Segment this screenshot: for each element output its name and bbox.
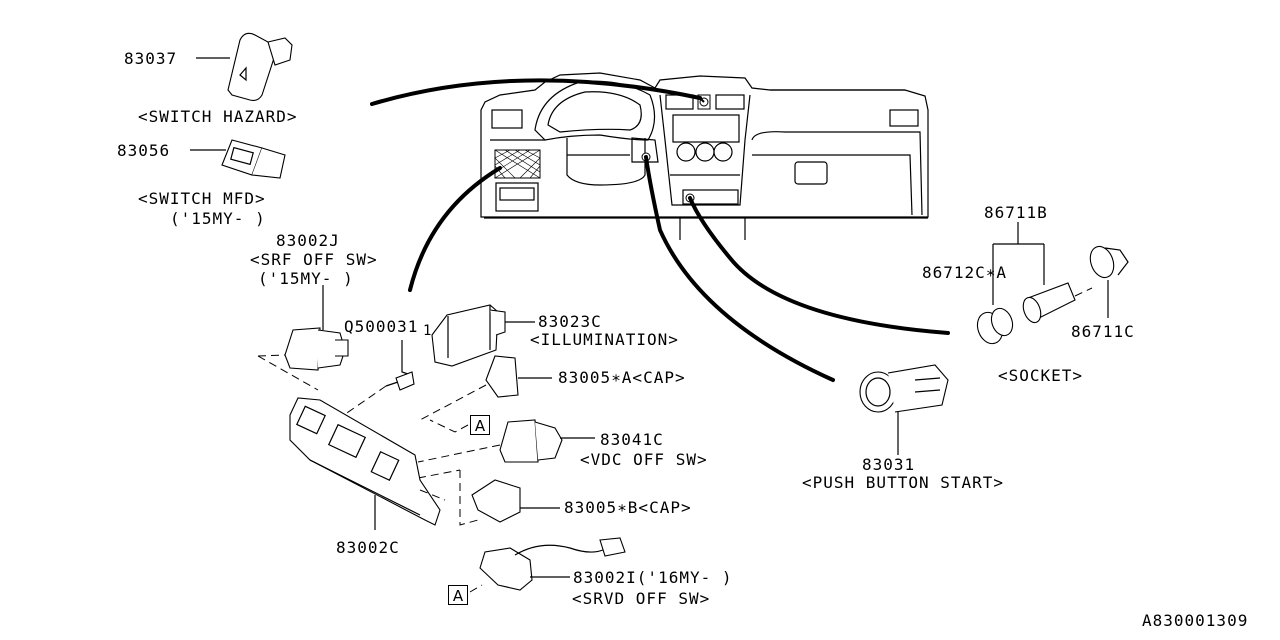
part-cap-b	[417, 469, 560, 526]
label-srf-off-sw: <SRF OFF SW>	[250, 250, 378, 269]
label-vdc-off-sw: <VDC OFF SW>	[580, 450, 708, 469]
label-83005b-cap: 83005∗B<CAP>	[564, 498, 692, 517]
part-cap-a	[419, 355, 552, 421]
dashboard-illustration	[480, 72, 929, 240]
label-83031: 83031	[862, 455, 916, 474]
part-push-start	[859, 364, 949, 455]
label-83002c: 83002C	[336, 538, 400, 557]
label-switch-mfd: <SWITCH MFD>	[138, 189, 266, 208]
label-86712c-a: 86712C∗A	[922, 263, 1008, 282]
leader-hazard	[370, 78, 702, 106]
label-86711c: 86711C	[1071, 322, 1135, 341]
figure-id: A830001309	[1142, 611, 1249, 630]
label-83056: 83056	[117, 141, 171, 160]
part-illumination	[431, 304, 535, 367]
part-srf-switch	[257, 285, 349, 391]
label-srf-note: ('15MY- )	[258, 269, 354, 288]
label-mfd-note: ('15MY- )	[170, 209, 266, 228]
leader-push-start	[644, 155, 835, 382]
label-83023c: 83023C	[538, 312, 602, 331]
label-83037: 83037	[124, 49, 178, 68]
label-83002j: 83002J	[276, 231, 340, 250]
label-86711b: 86711B	[984, 203, 1048, 222]
part-screw	[324, 340, 415, 429]
label-push-button-start: <PUSH BUTTON START>	[802, 473, 1005, 492]
label-illumination: <ILLUMINATION>	[530, 330, 679, 349]
label-index-1: 1	[423, 323, 433, 339]
part-hazard-switch	[196, 32, 293, 101]
part-srvd-switch	[469, 537, 626, 593]
label-switch-hazard: <SWITCH HAZARD>	[138, 107, 298, 126]
label-83041c: 83041C	[600, 430, 664, 449]
part-socket-group	[976, 222, 1129, 345]
reference-mark-a-2: A	[448, 585, 468, 605]
reference-mark-a-1: A	[470, 415, 490, 435]
label-q500031: Q500031	[344, 317, 419, 336]
leader-panel	[408, 166, 502, 292]
label-socket: <SOCKET>	[998, 366, 1084, 385]
label-83002i: 83002I('16MY- )	[573, 568, 733, 587]
part-switch-panel	[289, 397, 446, 530]
label-83005a-cap: 83005∗A<CAP>	[558, 368, 686, 387]
part-mfd-switch	[190, 139, 286, 179]
label-srvd-off-sw: <SRVD OFF SW>	[572, 589, 711, 608]
leader-socket	[688, 196, 950, 335]
part-vdc-switch	[417, 419, 595, 463]
